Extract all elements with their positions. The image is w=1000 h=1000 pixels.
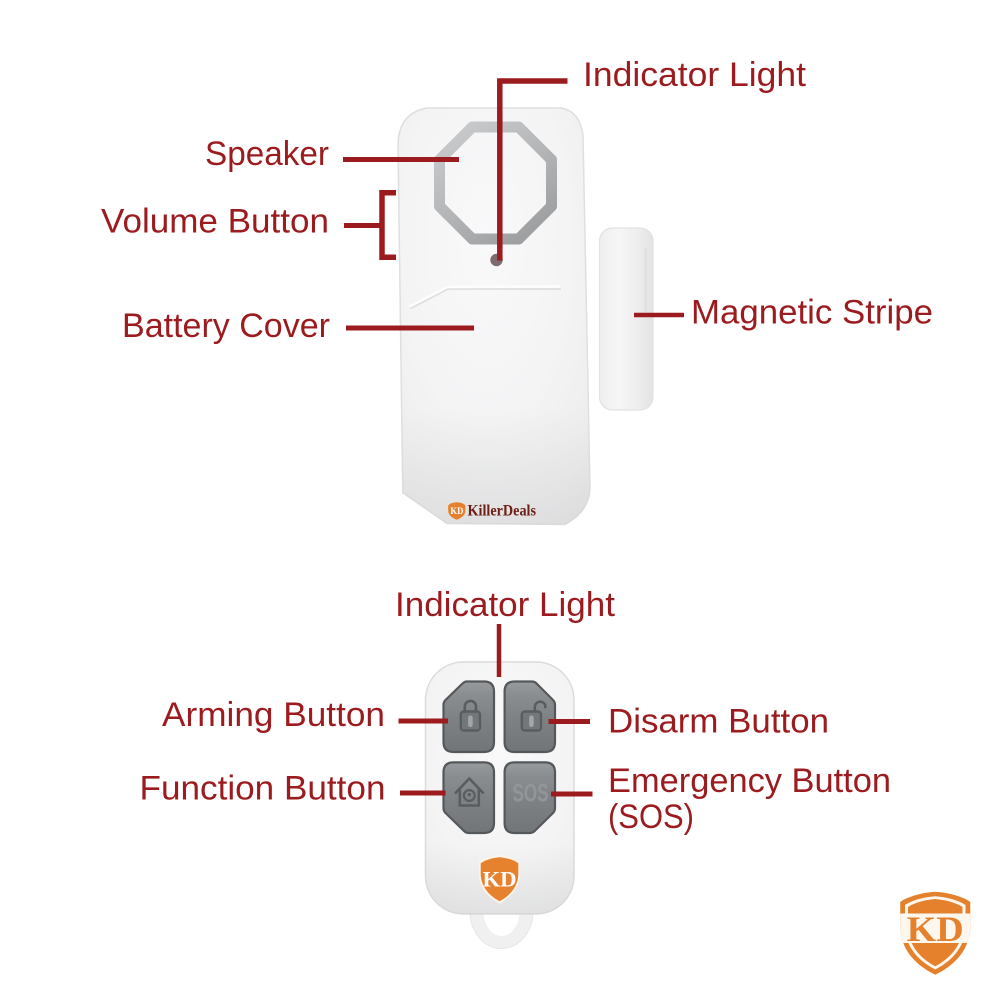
svg-text:KillerDeals: KillerDeals: [468, 503, 537, 520]
svg-text:Indicator Light: Indicator Light: [583, 56, 807, 94]
svg-text:KD: KD: [483, 867, 517, 892]
svg-text:KD: KD: [907, 909, 964, 949]
svg-text:Disarm Button: Disarm Button: [608, 703, 829, 741]
svg-text:Speaker: Speaker: [205, 135, 329, 173]
svg-text:(SOS): (SOS): [608, 798, 694, 836]
svg-text:Emergency Button: Emergency Button: [608, 762, 891, 800]
svg-text:Magnetic Stripe: Magnetic Stripe: [691, 294, 933, 332]
svg-text:Indicator Light: Indicator Light: [395, 586, 616, 624]
svg-text:Arming Button: Arming Button: [162, 696, 385, 734]
svg-text:Battery Cover: Battery Cover: [122, 307, 330, 345]
svg-text:KD: KD: [450, 506, 463, 516]
svg-text:Volume Button: Volume Button: [101, 203, 329, 241]
svg-text:Function Button: Function Button: [140, 770, 386, 808]
svg-text:SOS: SOS: [513, 780, 549, 808]
